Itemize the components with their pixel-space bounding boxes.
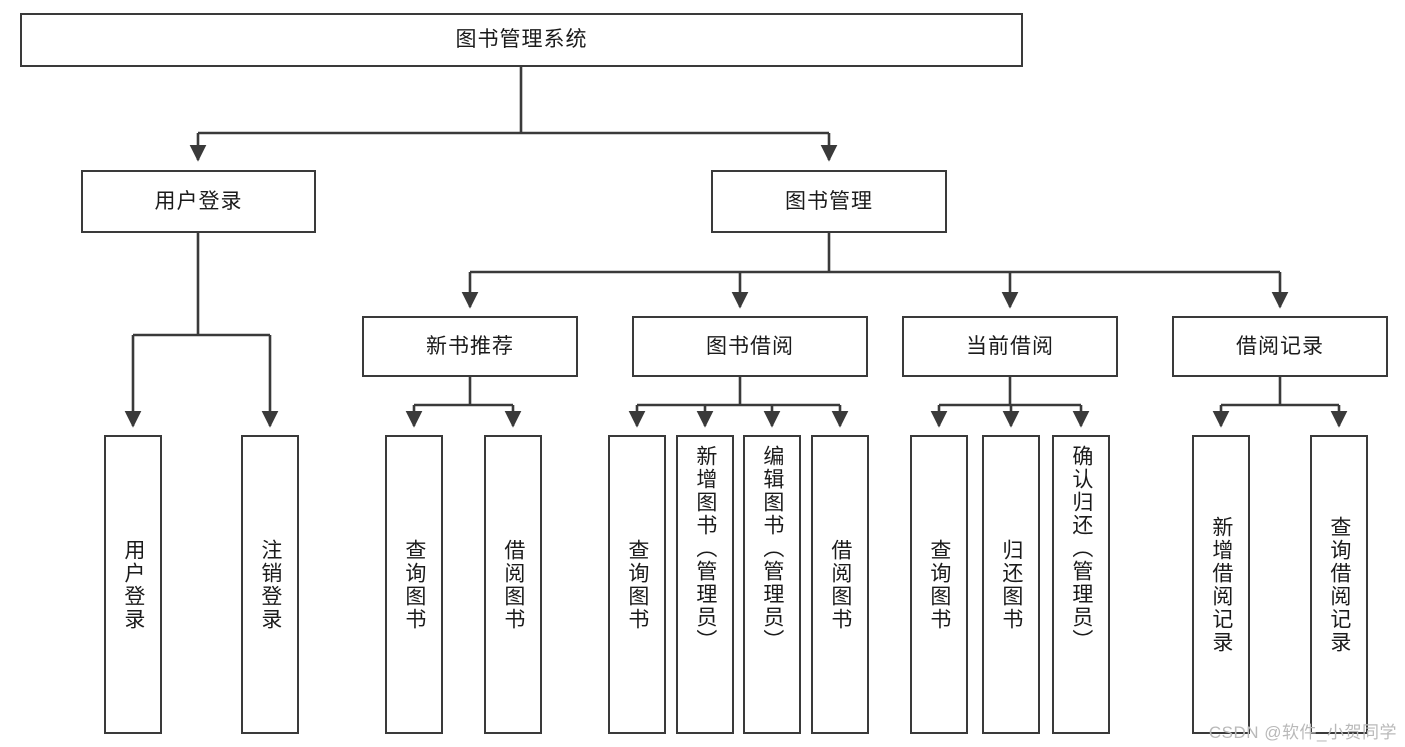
node-leaf-query-book-1-label: 查询图书 [402,538,426,631]
node-leaf-query-record-label: 查询借阅记录 [1327,515,1351,654]
node-user-login[interactable]: 用户登录 [81,170,316,233]
node-user-login-label: 用户登录 [154,189,243,213]
node-leaf-query-book-2[interactable]: 查询图书 [608,435,666,734]
node-leaf-add-record-label: 新增借阅记录 [1209,515,1233,654]
node-current-borrow[interactable]: 当前借阅 [902,316,1118,377]
node-new-book-recommend[interactable]: 新书推荐 [362,316,578,377]
node-new-book-recommend-label: 新书推荐 [426,334,514,358]
node-leaf-borrow-book-1[interactable]: 借阅图书 [484,435,542,734]
node-leaf-return-book[interactable]: 归还图书 [982,435,1040,734]
node-leaf-add-book-label: 新增图书（管理员） [693,445,717,652]
node-leaf-query-record[interactable]: 查询借阅记录 [1310,435,1368,734]
node-borrow-record[interactable]: 借阅记录 [1172,316,1388,377]
node-leaf-query-book-3[interactable]: 查询图书 [910,435,968,734]
node-book-manage[interactable]: 图书管理 [711,170,947,233]
node-leaf-query-book-1[interactable]: 查询图书 [385,435,443,734]
node-leaf-add-record[interactable]: 新增借阅记录 [1192,435,1250,734]
node-leaf-query-book-2-label: 查询图书 [625,538,649,631]
node-root[interactable]: 图书管理系统 [20,13,1023,67]
node-book-borrow-label: 图书借阅 [706,334,794,358]
node-leaf-borrow-book-2-label: 借阅图书 [828,538,852,631]
node-current-borrow-label: 当前借阅 [966,334,1054,358]
node-leaf-logout-label: 注销登录 [258,538,282,631]
node-leaf-edit-book[interactable]: 编辑图书（管理员） [743,435,801,734]
node-book-manage-label: 图书管理 [785,189,873,213]
node-leaf-edit-book-label: 编辑图书（管理员） [760,445,784,652]
node-leaf-borrow-book-2[interactable]: 借阅图书 [811,435,869,734]
node-leaf-return-book-label: 归还图书 [999,538,1023,631]
node-leaf-user-login[interactable]: 用户登录 [104,435,162,734]
node-leaf-confirm-return[interactable]: 确认归还（管理员） [1052,435,1110,734]
node-leaf-query-book-3-label: 查询图书 [927,538,951,631]
node-leaf-add-book[interactable]: 新增图书（管理员） [676,435,734,734]
node-borrow-record-label: 借阅记录 [1236,334,1324,358]
node-leaf-confirm-return-label: 确认归还（管理员） [1069,445,1093,652]
node-leaf-logout[interactable]: 注销登录 [241,435,299,734]
node-leaf-user-login-label: 用户登录 [121,538,145,631]
node-root-label: 图书管理系统 [455,28,588,52]
node-book-borrow[interactable]: 图书借阅 [632,316,868,377]
node-leaf-borrow-book-1-label: 借阅图书 [501,538,525,631]
